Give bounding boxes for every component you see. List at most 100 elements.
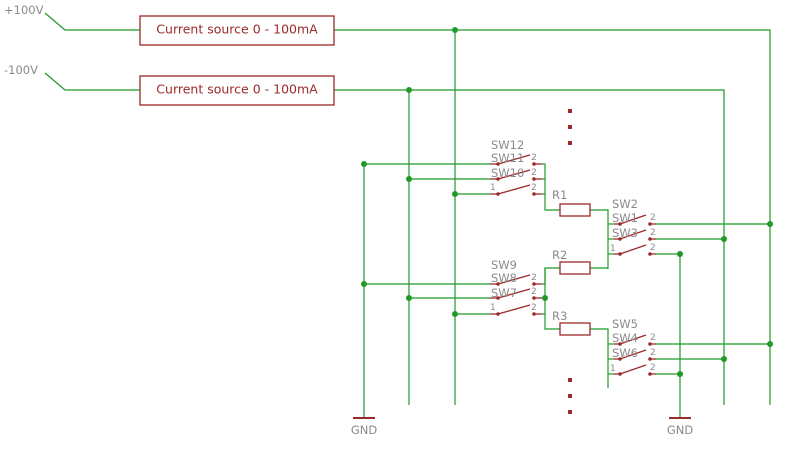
junction-dot bbox=[361, 161, 367, 167]
resistor-body bbox=[559, 203, 591, 217]
pin-label: 1 bbox=[610, 244, 616, 254]
ground-label: GND bbox=[351, 423, 378, 437]
switch-blade bbox=[497, 288, 531, 299]
pin-label: 1 bbox=[610, 364, 616, 374]
ground-right: GND bbox=[667, 417, 694, 437]
switch-label-sw9: SW9 bbox=[491, 258, 517, 272]
switch-pin bbox=[496, 312, 500, 316]
ellipsis-dot bbox=[568, 125, 572, 129]
switch-sw2: 1 2 bbox=[610, 243, 656, 256]
switch-pin bbox=[648, 357, 652, 361]
switch-pin bbox=[496, 296, 500, 300]
current-source-box bbox=[139, 15, 335, 46]
junction-dot bbox=[677, 371, 683, 377]
pin-label: 2 bbox=[650, 348, 656, 358]
switch-blade bbox=[619, 349, 647, 360]
switch-pin bbox=[618, 237, 622, 241]
switch-pin bbox=[618, 252, 622, 256]
junction-dot bbox=[677, 251, 683, 257]
ground-label: GND bbox=[667, 423, 694, 437]
switch-blade bbox=[497, 304, 531, 315]
switch-sw7: 2 bbox=[490, 287, 542, 300]
ellipsis-dot bbox=[568, 394, 572, 398]
switch-sw10: 2 bbox=[490, 168, 542, 181]
ellipsis-top bbox=[568, 109, 572, 145]
switch-pin bbox=[532, 162, 536, 166]
pin-label: 2 bbox=[650, 213, 656, 223]
junction-dot bbox=[452, 311, 458, 317]
wire-r1-right bbox=[590, 209, 609, 269]
switch-label-sw8: SW8 bbox=[491, 271, 517, 285]
switch-pin bbox=[532, 296, 536, 300]
switch-pin bbox=[496, 177, 500, 181]
current-source-label: Current source 0 - 100mA bbox=[156, 82, 318, 97]
pin-label: 2 bbox=[531, 303, 537, 313]
wire-r3-right bbox=[590, 328, 609, 388]
switch-label-sw4: SW4 bbox=[612, 331, 638, 345]
junction-dot bbox=[721, 236, 727, 242]
switch-blade bbox=[497, 274, 531, 285]
switch-label-sw6: SW6 bbox=[612, 346, 638, 360]
switch-blade bbox=[619, 229, 647, 240]
switch-pin bbox=[648, 372, 652, 376]
junction-dot bbox=[767, 221, 773, 227]
switch-pin bbox=[532, 312, 536, 316]
junctions bbox=[361, 27, 773, 377]
wire-group1-node bbox=[542, 163, 560, 211]
ellipsis-dot bbox=[568, 141, 572, 145]
pin-label: 2 bbox=[531, 153, 537, 163]
ellipsis-bottom bbox=[568, 378, 572, 414]
switch-pin bbox=[648, 252, 652, 256]
switch-pin bbox=[496, 282, 500, 286]
junction-dot bbox=[542, 295, 548, 301]
switch-label-sw3: SW3 bbox=[612, 226, 638, 240]
current-source-negative: Current source 0 - 100mA bbox=[139, 75, 335, 106]
junction-dot bbox=[361, 281, 367, 287]
pin-label: 1 bbox=[490, 183, 496, 193]
switch-blade bbox=[619, 244, 647, 255]
switch-blade bbox=[497, 154, 531, 165]
switch-label-sw11: SW11 bbox=[491, 151, 524, 165]
resistor-r2: R2 bbox=[552, 248, 591, 275]
switch-pin bbox=[618, 222, 622, 226]
switch-blade bbox=[619, 334, 647, 345]
switch-blade bbox=[619, 214, 647, 225]
switch-label-sw7: SW7 bbox=[491, 286, 517, 300]
switch-sw11: 2 bbox=[490, 153, 542, 166]
switch-sw1: 2 bbox=[614, 213, 656, 226]
switch-pin bbox=[648, 342, 652, 346]
junction-dot bbox=[721, 356, 727, 362]
ellipsis-dot bbox=[568, 410, 572, 414]
ground-left: GND bbox=[351, 417, 378, 437]
switch-blade bbox=[497, 169, 531, 180]
switch-pin bbox=[618, 357, 622, 361]
switch-sw6: 2 bbox=[614, 348, 656, 361]
switch-sw5: 1 2 bbox=[610, 363, 656, 376]
switch-pin bbox=[496, 192, 500, 196]
ellipsis-dot bbox=[568, 109, 572, 113]
current-source-positive: Current source 0 - 100mA bbox=[139, 15, 335, 46]
switch-pin bbox=[496, 162, 500, 166]
switch-sw8: 2 bbox=[490, 273, 542, 286]
pin-label: 2 bbox=[531, 273, 537, 283]
resistor-r3: R3 bbox=[552, 309, 591, 336]
switch-blade bbox=[497, 184, 531, 195]
wire-negative-bus bbox=[334, 89, 725, 405]
resistor-body bbox=[559, 322, 591, 336]
ellipsis-dot bbox=[568, 378, 572, 382]
wire-group2-node-down bbox=[542, 313, 560, 330]
resistor-r1: R1 bbox=[552, 188, 591, 217]
wire-positive-supply-in bbox=[44, 12, 140, 31]
wire-negative-supply-in bbox=[44, 72, 140, 91]
switch-label-sw2: SW2 bbox=[612, 197, 638, 211]
wire-positive-bus bbox=[334, 29, 771, 405]
junction-dot bbox=[406, 87, 412, 93]
switch-sw12: 1 2 bbox=[490, 183, 542, 196]
current-source-box bbox=[139, 75, 335, 106]
switch-label-sw12: SW12 bbox=[491, 138, 524, 152]
switch-label-sw1: SW1 bbox=[612, 211, 638, 225]
switch-pin bbox=[618, 372, 622, 376]
resistor-label: R3 bbox=[552, 309, 567, 323]
junction-dot bbox=[406, 176, 412, 182]
